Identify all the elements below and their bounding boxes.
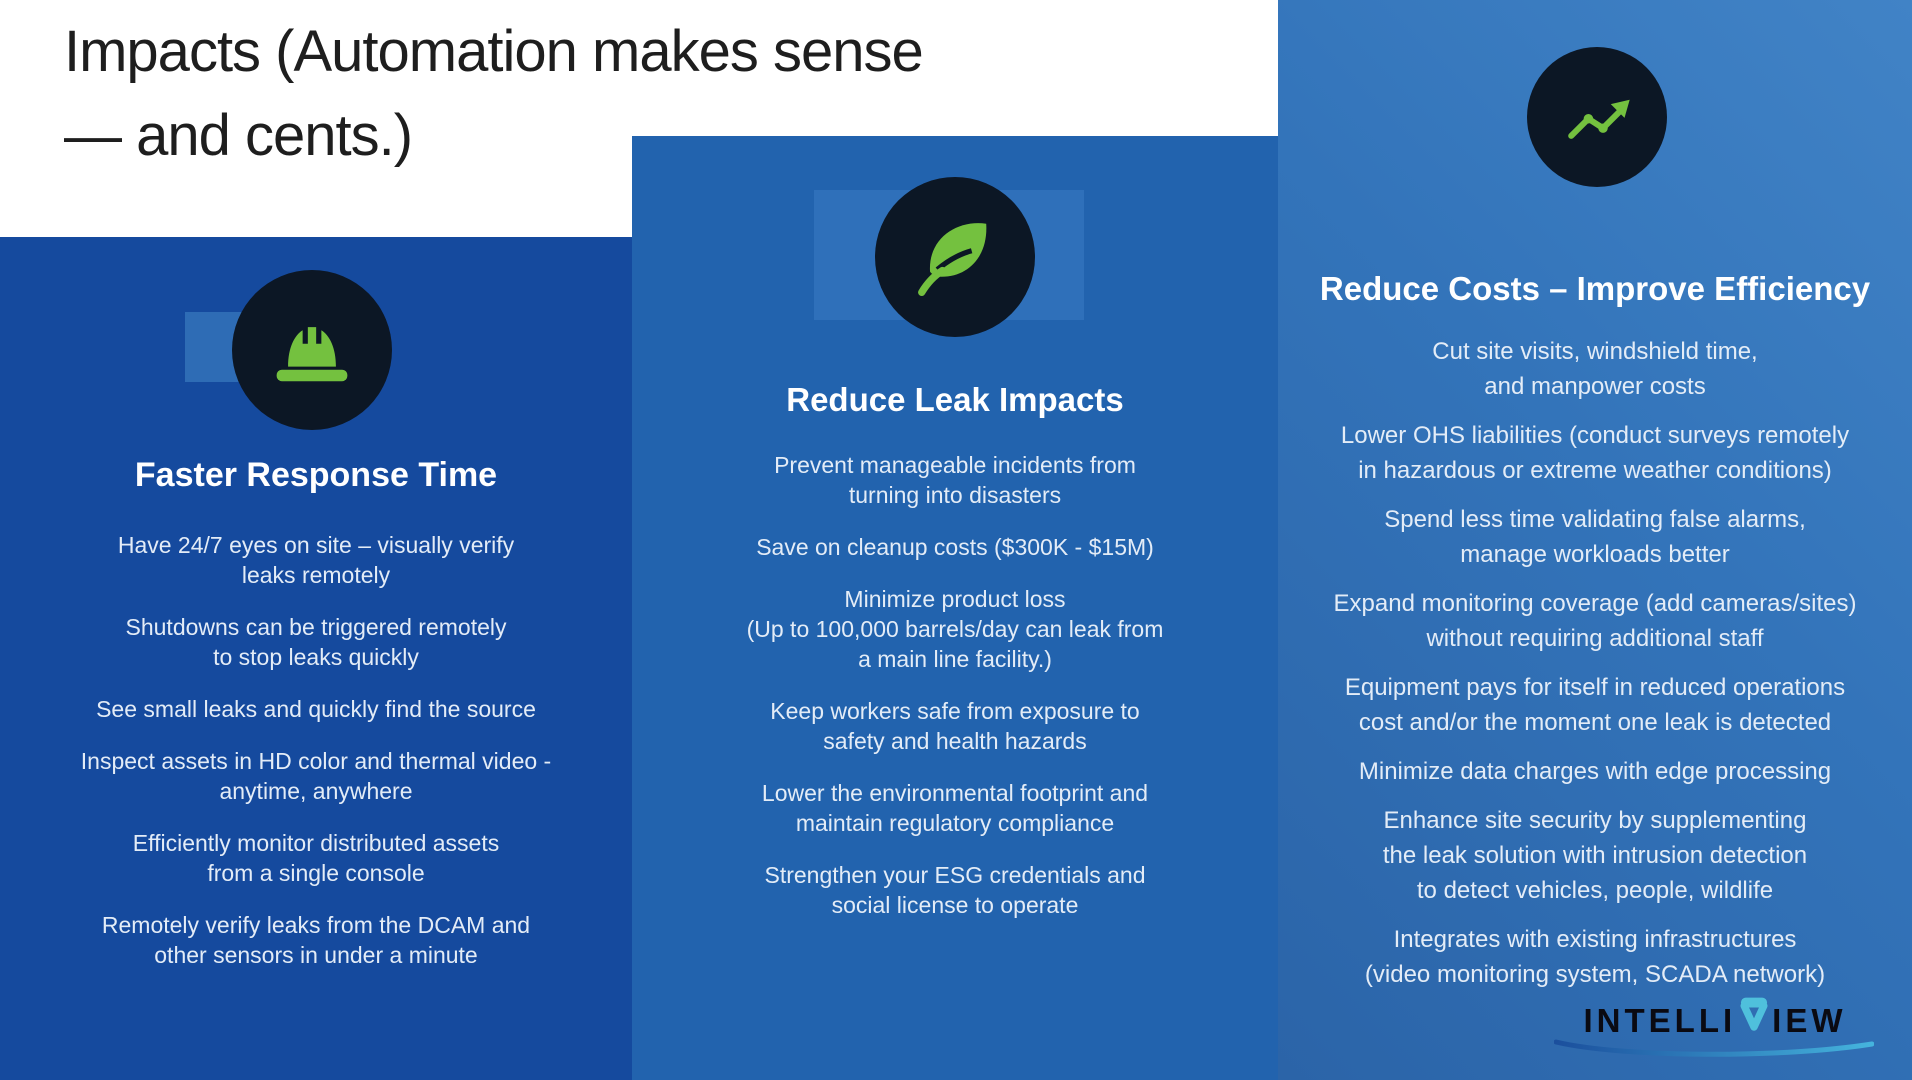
growth-chart-badge xyxy=(1527,47,1667,187)
benefit-item: Prevent manageable incidents from turnin… xyxy=(774,452,1136,508)
slide-title: Impacts (Automation makes sense — and ce… xyxy=(64,10,924,178)
column-heading-reduce-leak: Reduce Leak Impacts xyxy=(786,381,1124,418)
benefit-item: Inspect assets in HD color and thermal v… xyxy=(80,748,552,804)
benefit-item: Minimize data charges with edge processi… xyxy=(1358,758,1832,785)
slide-title-line1: Impacts (Automation makes sense xyxy=(64,19,924,84)
column-body-reduce-leak: Prevent manageable incidents from turnin… xyxy=(648,450,1262,942)
benefit-item: Have 24/7 eyes on site – visually verify… xyxy=(117,532,515,588)
column-body-faster-response: Have 24/7 eyes on site – visually verify… xyxy=(16,530,616,992)
benefit-item: Equipment pays for itself in reduced ope… xyxy=(1344,674,1846,736)
benefit-item: Expand monitoring coverage (add cameras/… xyxy=(1333,590,1857,652)
intelliview-logo-wordmark: INTELLI IEW xyxy=(1560,997,1870,1040)
intelliview-logo: INTELLI IEW xyxy=(1553,997,1875,1064)
hard-hat-icon xyxy=(260,298,364,402)
slide-title-line2: — and cents.) xyxy=(64,103,413,168)
logo-text-prefix: INTELLI xyxy=(1583,1002,1737,1039)
benefit-item: Minimize product loss (Up to 100,000 bar… xyxy=(746,586,1164,672)
benefit-item: Integrates with existing infrastructures… xyxy=(1364,926,1826,988)
benefit-item: Enhance site security by supplementing t… xyxy=(1382,807,1808,904)
hard-hat-badge xyxy=(232,270,392,430)
benefit-item: Save on cleanup costs ($300K - $15M) xyxy=(756,534,1154,560)
leaf-icon xyxy=(903,205,1007,309)
leaf-badge xyxy=(875,177,1035,337)
logo-swoosh-icon xyxy=(1553,1038,1875,1060)
benefit-item: Cut site visits, windshield time, and ma… xyxy=(1432,338,1758,400)
column-body-reduce-costs: Cut site visits, windshield time, and ma… xyxy=(1290,334,1900,1006)
benefit-item: Keep workers safe from exposure to safet… xyxy=(770,698,1140,754)
benefit-item: Lower OHS liabilities (conduct surveys r… xyxy=(1340,422,1850,484)
growth-chart-icon xyxy=(1554,74,1640,160)
benefit-item: Shutdowns can be triggered remotely to s… xyxy=(125,614,507,670)
benefit-item: Strengthen your ESG credentials and soci… xyxy=(764,862,1146,918)
benefit-item: Efficiently monitor distributed assets f… xyxy=(132,830,500,886)
benefit-item: Lower the environmental footprint and ma… xyxy=(761,780,1149,836)
column-heading-faster-response: Faster Response Time xyxy=(134,456,498,494)
benefit-item: Remotely verify leaks from the DCAM and … xyxy=(101,912,531,968)
logo-text-suffix: IEW xyxy=(1772,1002,1847,1039)
logo-v-mark-icon xyxy=(1737,996,1771,1037)
benefit-item: Spend less time validating false alarms,… xyxy=(1384,506,1806,568)
benefit-item: See small leaks and quickly find the sou… xyxy=(96,696,536,722)
column-heading-reduce-costs: Reduce Costs – Improve Efficiency xyxy=(1319,270,1871,307)
